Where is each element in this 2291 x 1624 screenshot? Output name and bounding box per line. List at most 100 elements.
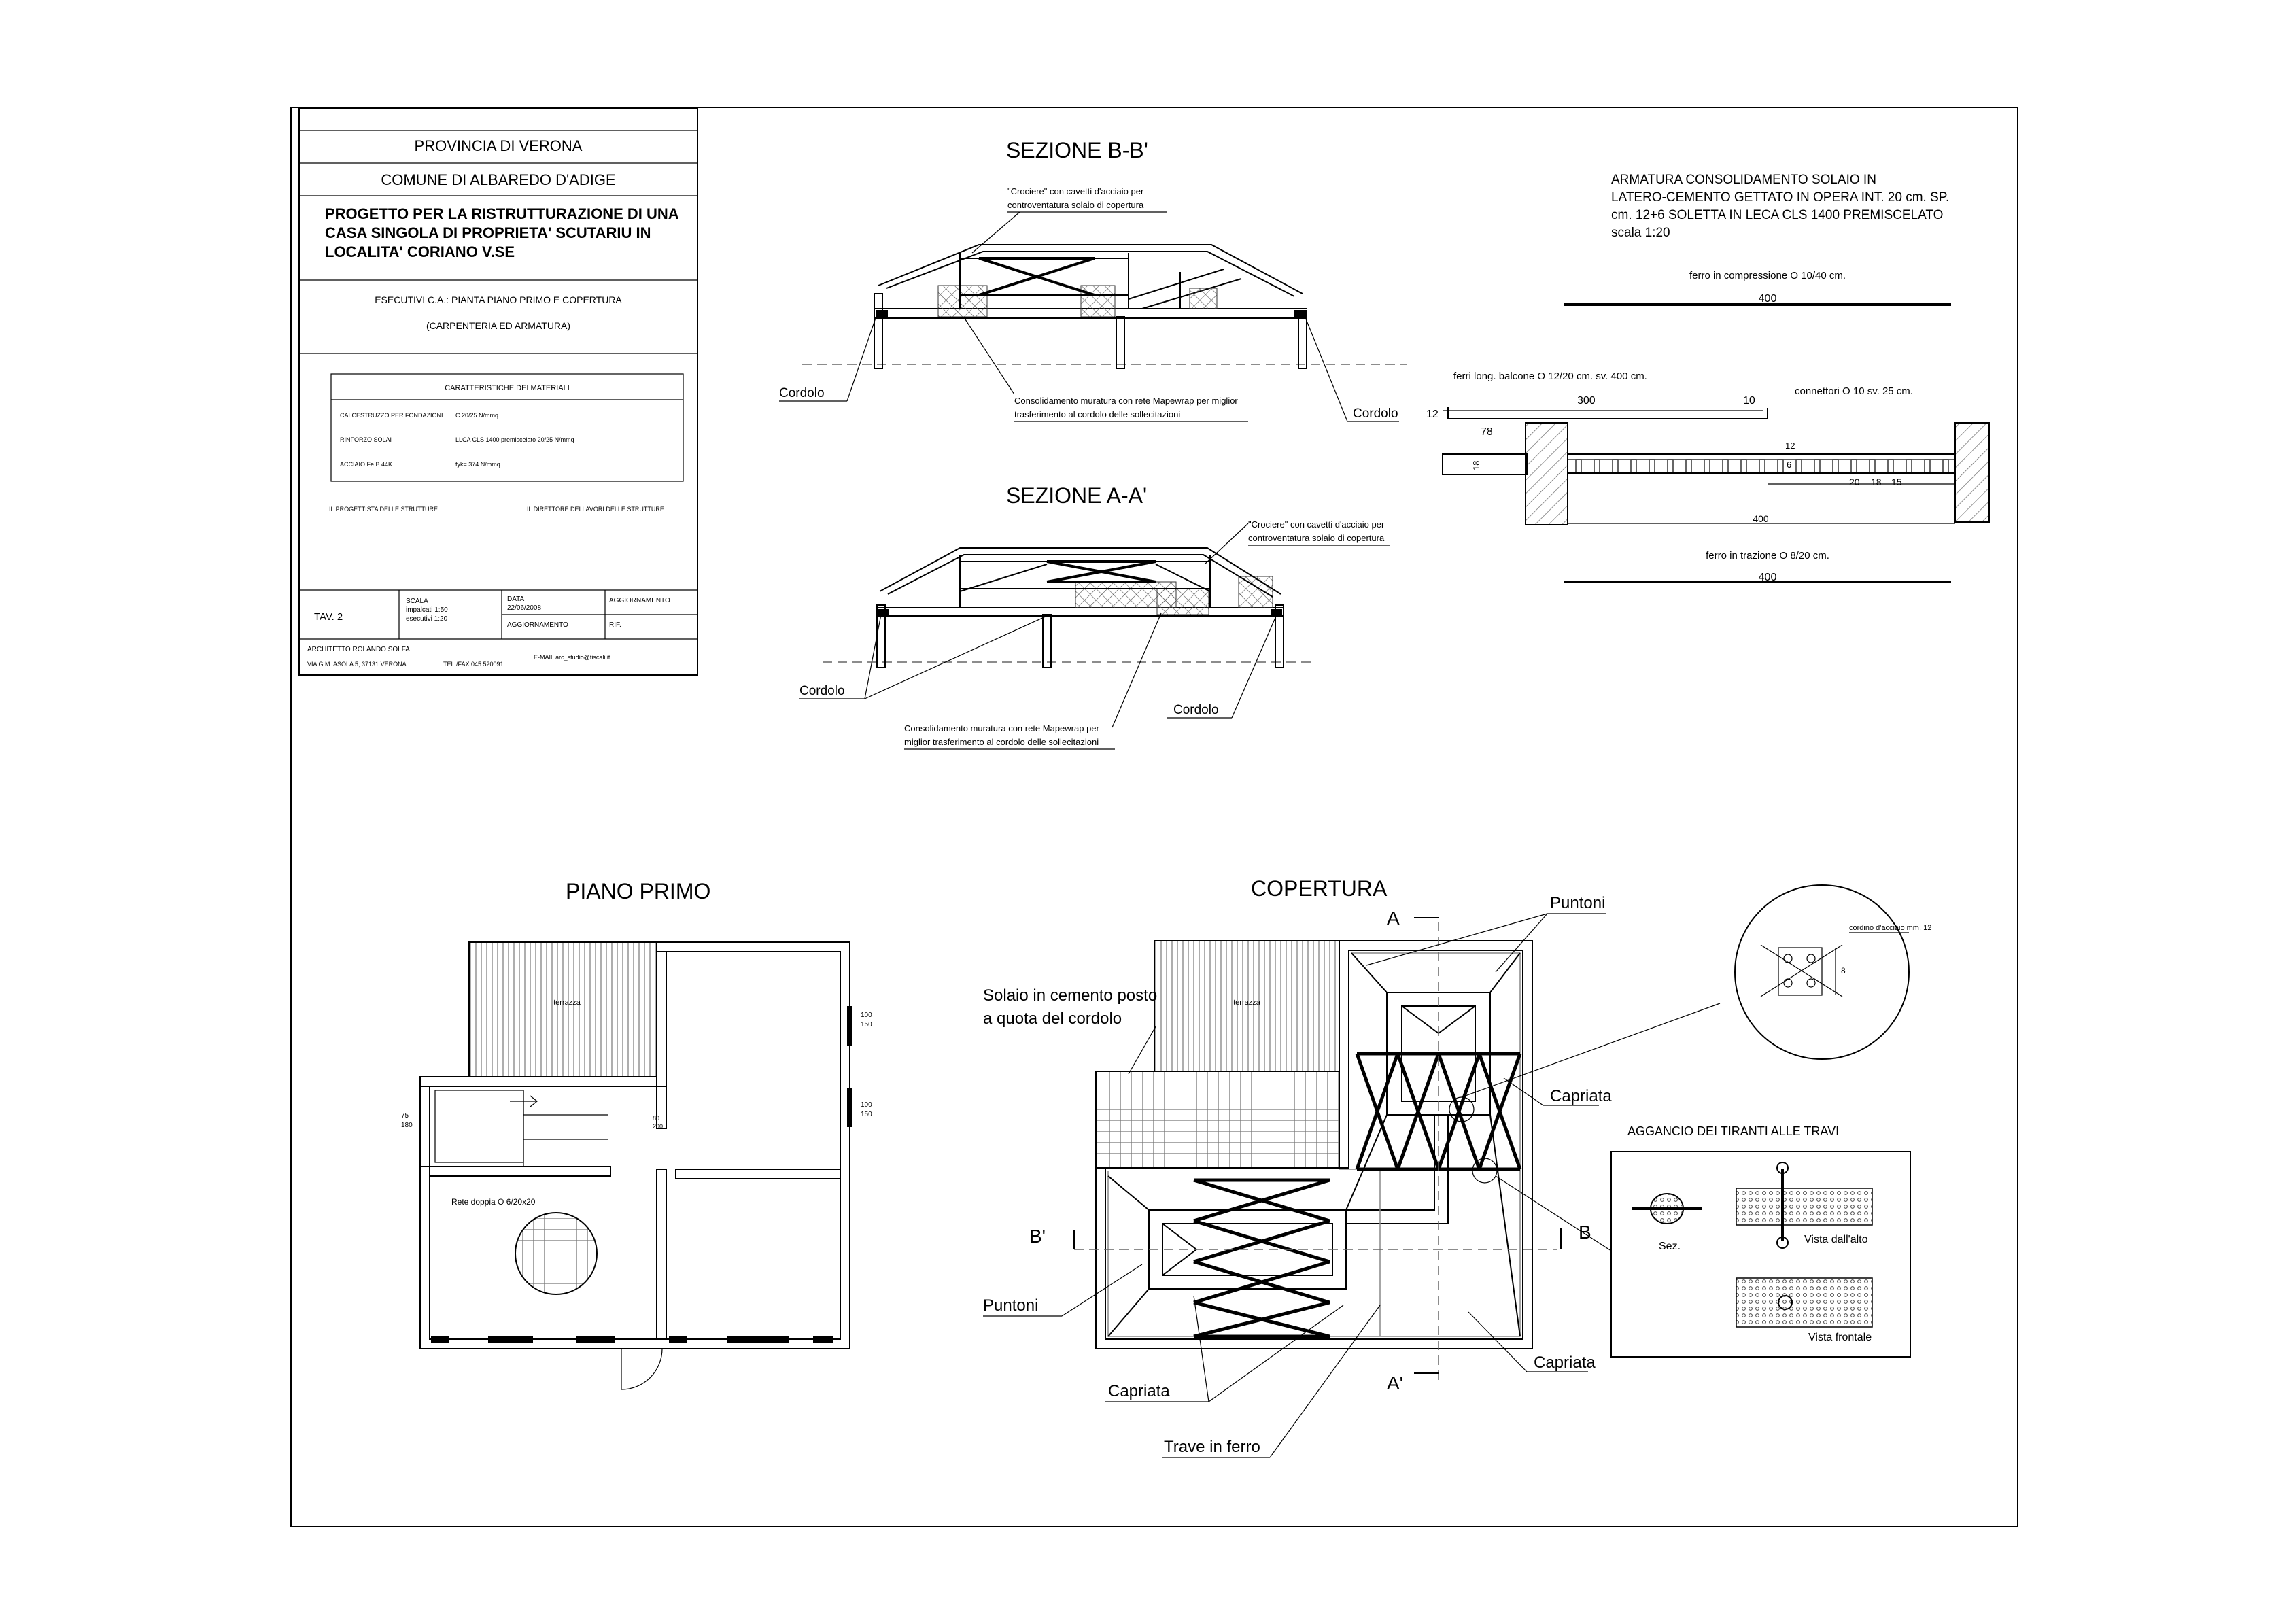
scala-1: impalcati 1:50 [406,606,448,614]
aa-cordolo-right: Cordolo [1173,703,1219,717]
bb-note2-line1: Consolidamento muratura con rete Mapewra… [1014,396,1238,406]
sheet-border [290,107,2018,1527]
material-label-3: ACCIAIO Fe B 44K [340,461,392,468]
rif: RIF. [609,621,621,629]
aa-note1-line1: "Crociere" con cavetti d'acciaio per [1248,519,1385,530]
aa-note1-line2: controventatura solaio di copertura [1248,533,1385,543]
tb-province: PROVINCIA DI VERONA [415,137,583,154]
tb-subject-2: (CARPENTERIA ED ARMATURA) [426,320,570,331]
pp-dim-80: 80 [653,1115,659,1122]
tb-comune: COMUNE DI ALBAREDO D'ADIGE [381,171,615,188]
materials-table [330,373,684,482]
armatura-title-2: LATERO-CEMENTO GETTATO IN OPERA INT. 20 … [1611,190,1949,205]
pp-dim-75: 75 [401,1112,409,1120]
plan-piano-primo: PIANO PRIMO terrazza Rete doppia O 6/20x… [401,879,872,1390]
sec-b2: B' [1029,1226,1046,1247]
pp-dim-200: 200 [653,1123,663,1130]
architect-email: E-MAIL arc_studio@tiscali.it [534,654,610,661]
ferri-long: ferri long. balcone O 12/20 cm. sv. 400 … [1453,370,1647,382]
cop-capriata-r2: Capriata [1534,1353,1596,1372]
dim-12b: 12 [1785,440,1795,451]
len-top: 400 [1759,293,1777,305]
materials-title: CARATTERISTICHE DEI MATERIALI [445,384,570,392]
title-block-frame [298,108,698,676]
tb-project-line-2: CASA SINGOLA DI PROPRIETA' SCUTARIU IN [325,224,651,241]
dim-10: 10 [1743,395,1755,407]
material-value-2: LLCA CLS 1400 premiscelato 20/25 N/mmq [455,436,574,443]
tav-number: TAV. 2 [314,611,343,623]
bb-note1-line1: "Crociere" con cavetti d'acciaio per [1007,186,1144,196]
ferro-trazione: ferro in trazione O 8/20 cm. [1706,550,1829,562]
section-bb: SEZIONE B-B' "Crociere" con cavetti d'ac… [779,138,1407,422]
aggancio-detail: AGGANCIO DEI TIRANTI ALLE TRAVI Sez. Vis… [1610,1124,1911,1358]
armatura-title-3: cm. 12+6 SOLETTA IN LECA CLS 1400 PREMIS… [1611,208,1943,222]
aggancio-vista-frontale: Vista frontale [1808,1332,1872,1343]
data-label: DATA [507,595,525,603]
pp-dim-150-1: 150 [861,1021,872,1029]
pp-dim-100-1: 100 [861,1012,872,1019]
pp-dim-180: 180 [401,1122,413,1129]
aggiornamento-1: AGGIORNAMENTO [609,597,670,604]
title-block: PROVINCIA DI VERONA COMUNE DI ALBAREDO D… [299,130,697,668]
dim-20: 20 [1849,477,1860,487]
aggancio-vista-alto: Vista dall'alto [1804,1234,1868,1245]
pp-rete: Rete doppia O 6/20x20 [451,1197,536,1207]
dim-6: 6 [1787,460,1791,470]
architect-tel: TEL./FAX 045 520091 [443,661,504,668]
aggiornamento-2: AGGIORNAMENTO [507,621,568,629]
section-aa-title: SEZIONE A-A' [1006,483,1147,508]
sig-direttore: IL DIRETTORE DEI LAVORI DELLE STRUTTURE [527,506,664,513]
ferro-compressione: ferro in compressione O 10/40 cm. [1689,270,1846,281]
sec-a: A [1387,908,1400,929]
dim-400-mid: 400 [1753,513,1769,524]
connettori: connettori O 10 sv. 25 cm. [1795,385,1913,397]
cop-cordino: cordino d'acciaio mm. 12 [1849,924,1931,932]
aa-note2-line1: Consolidamento muratura con rete Mapewra… [904,723,1100,733]
architect-name: ARCHITETTO ROLANDO SOLFA [307,646,410,653]
bb-note1-line2: controventatura solaio di copertura [1007,200,1144,210]
material-value-3: fyk= 374 N/mmq [455,461,500,468]
dim-18: 18 [1471,461,1481,470]
dim-12a: 12 [1426,409,1439,420]
dim-300: 300 [1577,395,1596,407]
bb-note2-line2: trasferimento al cordolo delle sollecita… [1014,409,1180,419]
pp-dim-150-2: 150 [861,1111,872,1118]
armatura-title-1: ARMATURA CONSOLIDAMENTO SOLAIO IN [1611,173,1876,187]
len-bottom: 400 [1759,572,1777,583]
cop-solaio-1: Solaio in cemento posto [983,986,1157,1005]
pp-dim-100-2: 100 [861,1101,872,1109]
data-value: 22/06/2008 [507,604,541,612]
piano-primo-title: PIANO PRIMO [566,879,710,903]
material-value-1: C 20/25 N/mmq [455,412,498,419]
cop-solaio-2: a quota del cordolo [983,1009,1122,1028]
cop-trave: Trave in ferro [1164,1438,1260,1456]
dim-18b: 18 [1871,477,1882,487]
pp-terrace: terrazza [553,999,581,1007]
plan-copertura: COPERTURA terrazza A [983,876,1931,1458]
aa-note2-line2: miglior trasferimento al cordolo delle s… [904,737,1099,747]
sec-a2: A' [1387,1372,1403,1394]
scala-2: esecutivi 1:20 [406,615,448,623]
material-label-2: RINFORZO SOLAI [340,436,392,443]
aggancio-sez: Sez. [1659,1241,1681,1252]
sig-progettista: IL PROGETTISTA DELLE STRUTTURE [329,506,438,513]
architect-address: VIA G.M. ASOLA 5, 37131 VERONA [307,661,407,668]
aggancio-title: AGGANCIO DEI TIRANTI ALLE TRAVI [1627,1124,1839,1138]
dim-15: 15 [1891,477,1902,487]
scala-label: SCALA [406,598,428,605]
cop-puntoni-left: Puntoni [983,1296,1038,1315]
bb-cordolo-right: Cordolo [1353,407,1398,421]
sec-b: B [1579,1222,1591,1243]
armatura-title-4: scala 1:20 [1611,226,1670,240]
aa-cordolo-left: Cordolo [799,684,845,698]
tb-subject-1: ESECUTIVI C.A.: PIANTA PIANO PRIMO E COP… [375,294,622,305]
copertura-title: COPERTURA [1251,876,1388,901]
cop-terrace: terrazza [1233,999,1261,1007]
material-label-1: CALCESTRUZZO PER FONDAZIONI [340,412,443,419]
tb-project-line-1: PROGETTO PER LA RISTRUTTURAZIONE DI UNA [325,205,679,222]
cop-capriata-bottom: Capriata [1108,1382,1170,1400]
cop-capriata-r1: Capriata [1550,1087,1612,1105]
section-aa: SEZIONE A-A' "Crociere" con cavetti d'ac… [799,483,1390,750]
dim-78: 78 [1481,426,1493,438]
